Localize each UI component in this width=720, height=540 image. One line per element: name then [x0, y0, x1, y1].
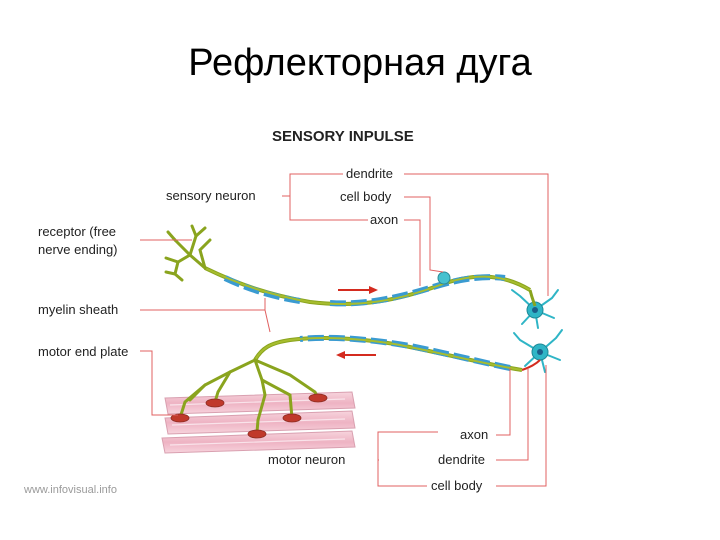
sensory-neuron — [204, 266, 532, 307]
motor-neuron — [178, 334, 523, 434]
watermark: www.infovisual.info — [23, 484, 117, 496]
label-dendrite-bottom: dendrite — [438, 452, 485, 467]
motor-end-plates — [170, 393, 328, 439]
label-receptor-line1: receptor (free — [38, 224, 116, 239]
label-sensory-neuron: sensory neuron — [166, 188, 256, 203]
label-cell-body-top: cell body — [340, 189, 392, 204]
label-motor-neuron: motor neuron — [268, 452, 345, 467]
label-cell-body-bottom: cell body — [431, 478, 483, 493]
page-title: Рефлекторная дуга — [188, 42, 532, 84]
label-receptor-line2: nerve ending) — [38, 242, 118, 257]
label-myelin-sheath: myelin sheath — [38, 302, 118, 317]
label-motor-end-plate: motor end plate — [38, 344, 128, 359]
impulse-arrows — [336, 286, 378, 359]
leader-lines — [140, 173, 549, 487]
label-axon-top: axon — [370, 212, 398, 227]
interneuron-cells — [511, 289, 563, 373]
label-dendrite-top: dendrite — [346, 166, 393, 181]
diagram-heading: SENSORY INPULSE — [272, 128, 414, 145]
receptor-nerve-ending — [164, 224, 212, 282]
label-axon-bottom: axon — [460, 427, 488, 442]
